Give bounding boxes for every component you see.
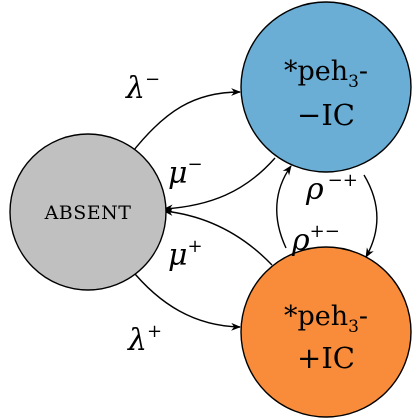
label-rho-plus-minus: ρ+− bbox=[291, 221, 340, 258]
node-peh3-minus-ic bbox=[240, 1, 412, 173]
label-mu-minus: μ− bbox=[168, 154, 203, 191]
edge-absent-to-minus bbox=[129, 88, 241, 156]
edge-minus-to-plus bbox=[363, 174, 378, 258]
label-rho-minus-plus: ρ−+ bbox=[305, 170, 358, 207]
node-minus-line2: −IC bbox=[297, 98, 355, 132]
node-minus-line1: *peh3- bbox=[284, 56, 368, 92]
label-mu-plus: μ+ bbox=[168, 236, 203, 273]
edge-absent-to-plus bbox=[129, 267, 241, 331]
edge-minus-to-absent bbox=[163, 157, 276, 213]
node-plus-line2: +IC bbox=[297, 341, 355, 375]
node-absent-label: ABSENT bbox=[44, 202, 132, 224]
node-peh3-plus-ic bbox=[240, 246, 412, 418]
node-plus-line1: *peh3- bbox=[284, 301, 368, 337]
label-lambda-minus: λ− bbox=[125, 69, 160, 106]
label-lambda-plus: λ+ bbox=[127, 321, 162, 358]
edge-plus-to-absent bbox=[163, 208, 273, 266]
node-absent bbox=[9, 133, 167, 291]
edge-plus-to-minus bbox=[276, 165, 292, 249]
